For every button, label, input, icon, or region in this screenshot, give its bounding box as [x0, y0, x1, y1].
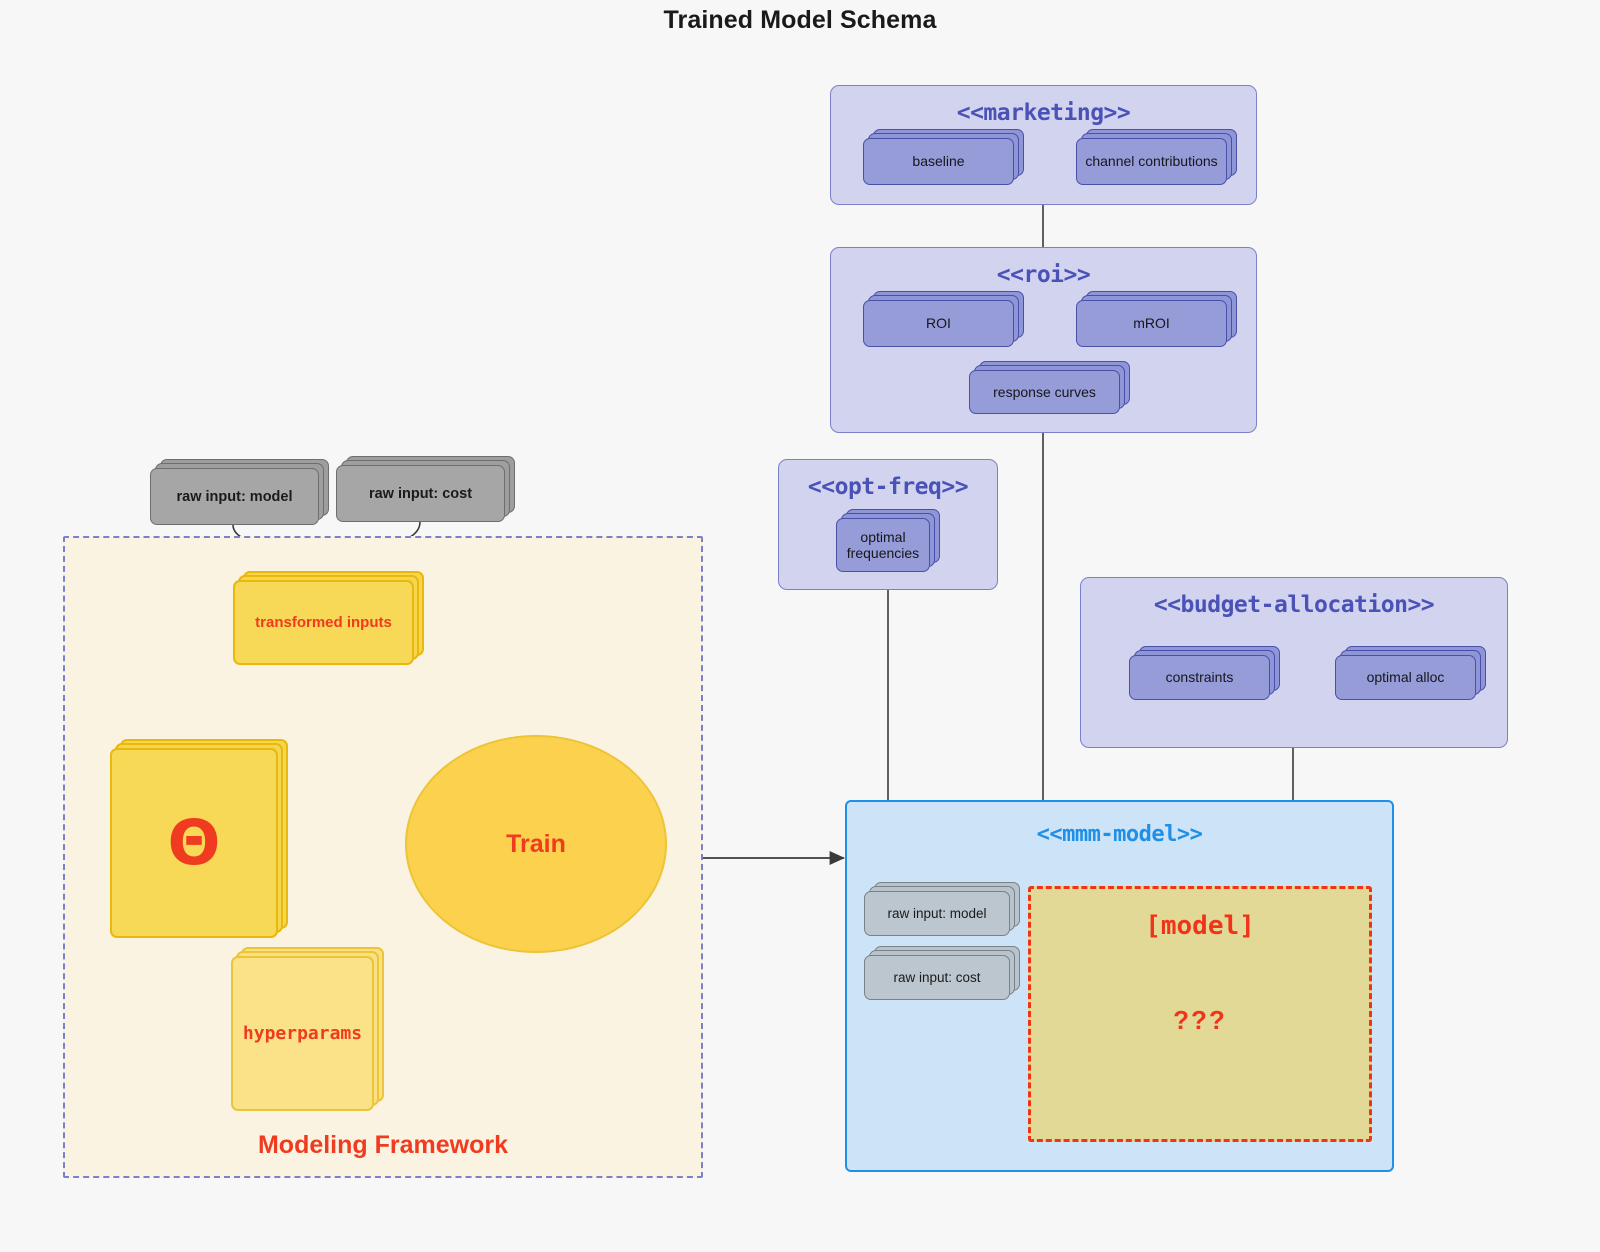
raw-input-cost-label: raw input: cost [368, 485, 473, 502]
artifact-optimal-alloc[interactable]: optimal alloc [1335, 646, 1486, 700]
artifact-roi[interactable]: ROI [863, 291, 1024, 347]
package-opt-freq-title: <<opt-freq>> [807, 474, 969, 500]
optimal-frequencies-line1: optimal [860, 528, 906, 545]
artifact-constraints-label: constraints [1165, 669, 1234, 686]
artifact-constraints[interactable]: constraints [1129, 646, 1280, 700]
artifact-mroi[interactable]: mROI [1076, 291, 1237, 347]
artifact-mroi-label: mROI [1133, 315, 1170, 332]
mmm-artifact-raw-input-model-label: raw input: model [887, 906, 987, 921]
artifact-channel-contributions[interactable]: channel contributions [1076, 129, 1237, 185]
artifact-baseline[interactable]: baseline [863, 129, 1024, 185]
raw-input-model-label: raw input: model [176, 488, 293, 505]
train-activity-label: Train [506, 829, 566, 858]
package-budget-allocation-title: <<budget-allocation>> [1153, 592, 1435, 618]
artifact-optimal-frequencies[interactable]: optimal frequencies [836, 509, 940, 572]
package-mmm-model-title: <<mmm-model>> [1036, 822, 1203, 847]
mmm-artifact-raw-input-model[interactable]: raw input: model [864, 882, 1020, 936]
artifact-optimal-alloc-label: optimal alloc [1366, 669, 1445, 686]
raw-input-model-artifact[interactable]: raw input: model [150, 459, 329, 525]
modeling-framework-label: Modeling Framework [257, 1131, 509, 1159]
train-activity[interactable]: Train [405, 735, 667, 953]
package-marketing[interactable]: <<marketing>> baseline channel contribut… [830, 85, 1257, 205]
package-roi[interactable]: <<roi>> ROI mROI response curves [830, 247, 1257, 433]
artifact-roi-label: ROI [926, 315, 951, 332]
page-title: Trained Model Schema [663, 6, 937, 34]
mmm-artifact-raw-input-cost[interactable]: raw input: cost [864, 946, 1020, 1000]
artifact-response-curves-label: response curves [993, 383, 1096, 400]
artifact-baseline-label: baseline [912, 153, 965, 170]
package-mmm-model[interactable]: <<mmm-model>> raw input: model raw input… [845, 800, 1394, 1172]
artifact-transformed-inputs[interactable]: transformed inputs [233, 571, 424, 665]
artifact-optimal-frequencies-label: optimal frequencies [847, 529, 919, 561]
raw-input-cost-artifact[interactable]: raw input: cost [336, 456, 515, 522]
optimal-frequencies-line2: frequencies [846, 545, 920, 561]
model-placeholder-box[interactable]: [model] ??? [1028, 886, 1372, 1142]
artifact-transformed-inputs-label: transformed inputs [255, 614, 392, 631]
artifact-channel-contributions-label: channel contributions [1085, 153, 1218, 170]
package-opt-freq[interactable]: <<opt-freq>> optimal frequencies [778, 459, 998, 590]
model-placeholder-title: [model] [1145, 911, 1255, 941]
package-budget-allocation[interactable]: <<budget-allocation>> constraints optima… [1080, 577, 1508, 748]
theta-icon: Θ [167, 806, 221, 879]
artifact-theta-parameters[interactable]: Θ [110, 739, 288, 938]
artifact-hyperparams-label: hyperparams [242, 1023, 363, 1044]
package-roi-title: <<roi>> [996, 262, 1091, 288]
artifact-response-curves[interactable]: response curves [969, 361, 1130, 414]
package-marketing-title: <<marketing>> [956, 100, 1131, 126]
mmm-artifact-raw-input-cost-label: raw input: cost [893, 970, 981, 985]
model-placeholder-unknown: ??? [1173, 1005, 1227, 1035]
artifact-hyperparams[interactable]: hyperparams [231, 947, 384, 1111]
